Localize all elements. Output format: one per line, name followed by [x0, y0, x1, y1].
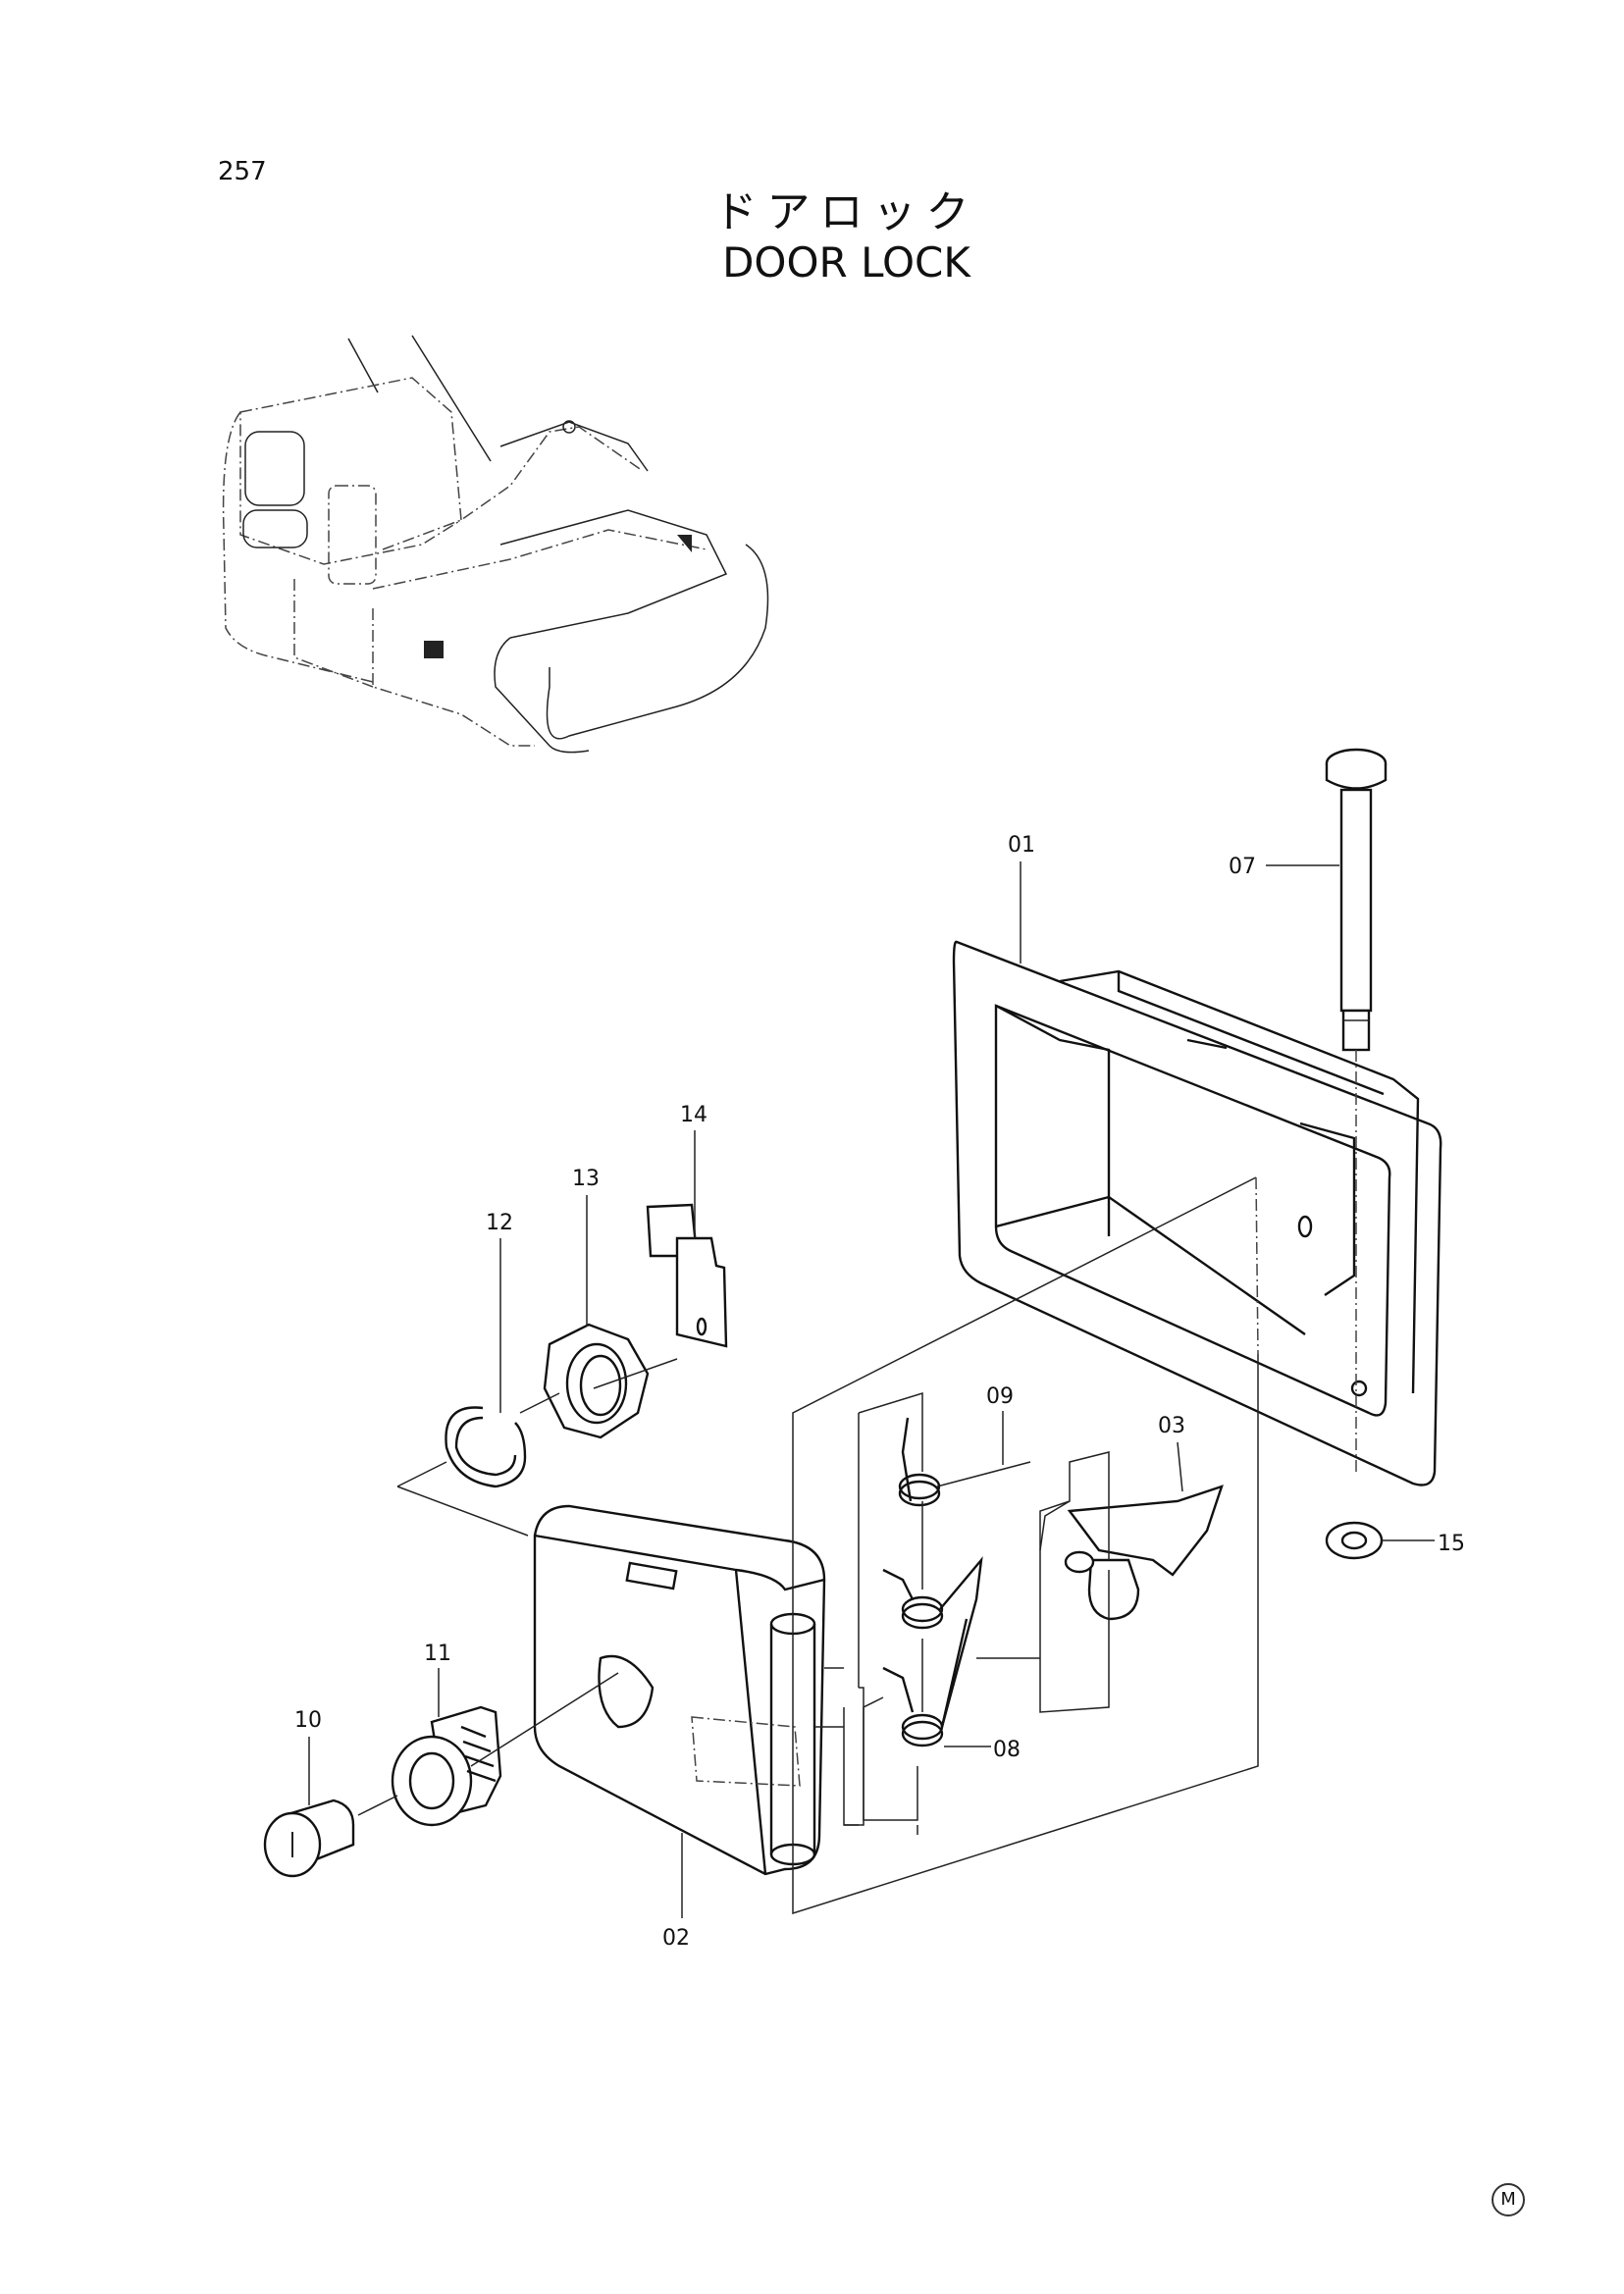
- callout-02: 02: [662, 1926, 690, 1951]
- title-english: DOOR LOCK: [722, 238, 970, 287]
- callout-11: 11: [424, 1642, 451, 1666]
- assembly-lines: [357, 1176, 1259, 1915]
- part-01-lock-housing: [952, 940, 1442, 1486]
- model-mark: M: [1492, 2183, 1525, 2216]
- page-number: 257: [218, 157, 267, 186]
- callout-09: 09: [986, 1384, 1014, 1409]
- callout-15: 15: [1438, 1532, 1465, 1556]
- callout-03: 03: [1158, 1414, 1185, 1438]
- part-11-cylinder-sleeve: [391, 1705, 502, 1827]
- part-02-lock-body: [533, 1504, 826, 1876]
- part-15-e-ring: [1325, 1521, 1384, 1560]
- callout-08: 08: [993, 1738, 1021, 1762]
- machine-location-view: [222, 335, 769, 754]
- callout-13: 13: [572, 1167, 600, 1191]
- part-08-springs: [882, 1556, 983, 1747]
- callout-14: 14: [680, 1103, 707, 1127]
- title-japanese: ドアロック: [713, 187, 979, 237]
- callout-12: 12: [486, 1211, 513, 1235]
- part-10-key-cylinder: [263, 1799, 355, 1878]
- part-13-nut: [543, 1323, 650, 1439]
- part-09-spring: [898, 1417, 1031, 1507]
- callout-10: 10: [294, 1708, 322, 1733]
- part-07-pin: [1325, 748, 1388, 1052]
- part-12-snap-ring: [445, 1406, 527, 1488]
- callout-01: 01: [1008, 833, 1035, 858]
- part-03-lever: [1064, 1485, 1224, 1621]
- part-14-plate: [646, 1203, 728, 1348]
- callout-07: 07: [1229, 855, 1256, 879]
